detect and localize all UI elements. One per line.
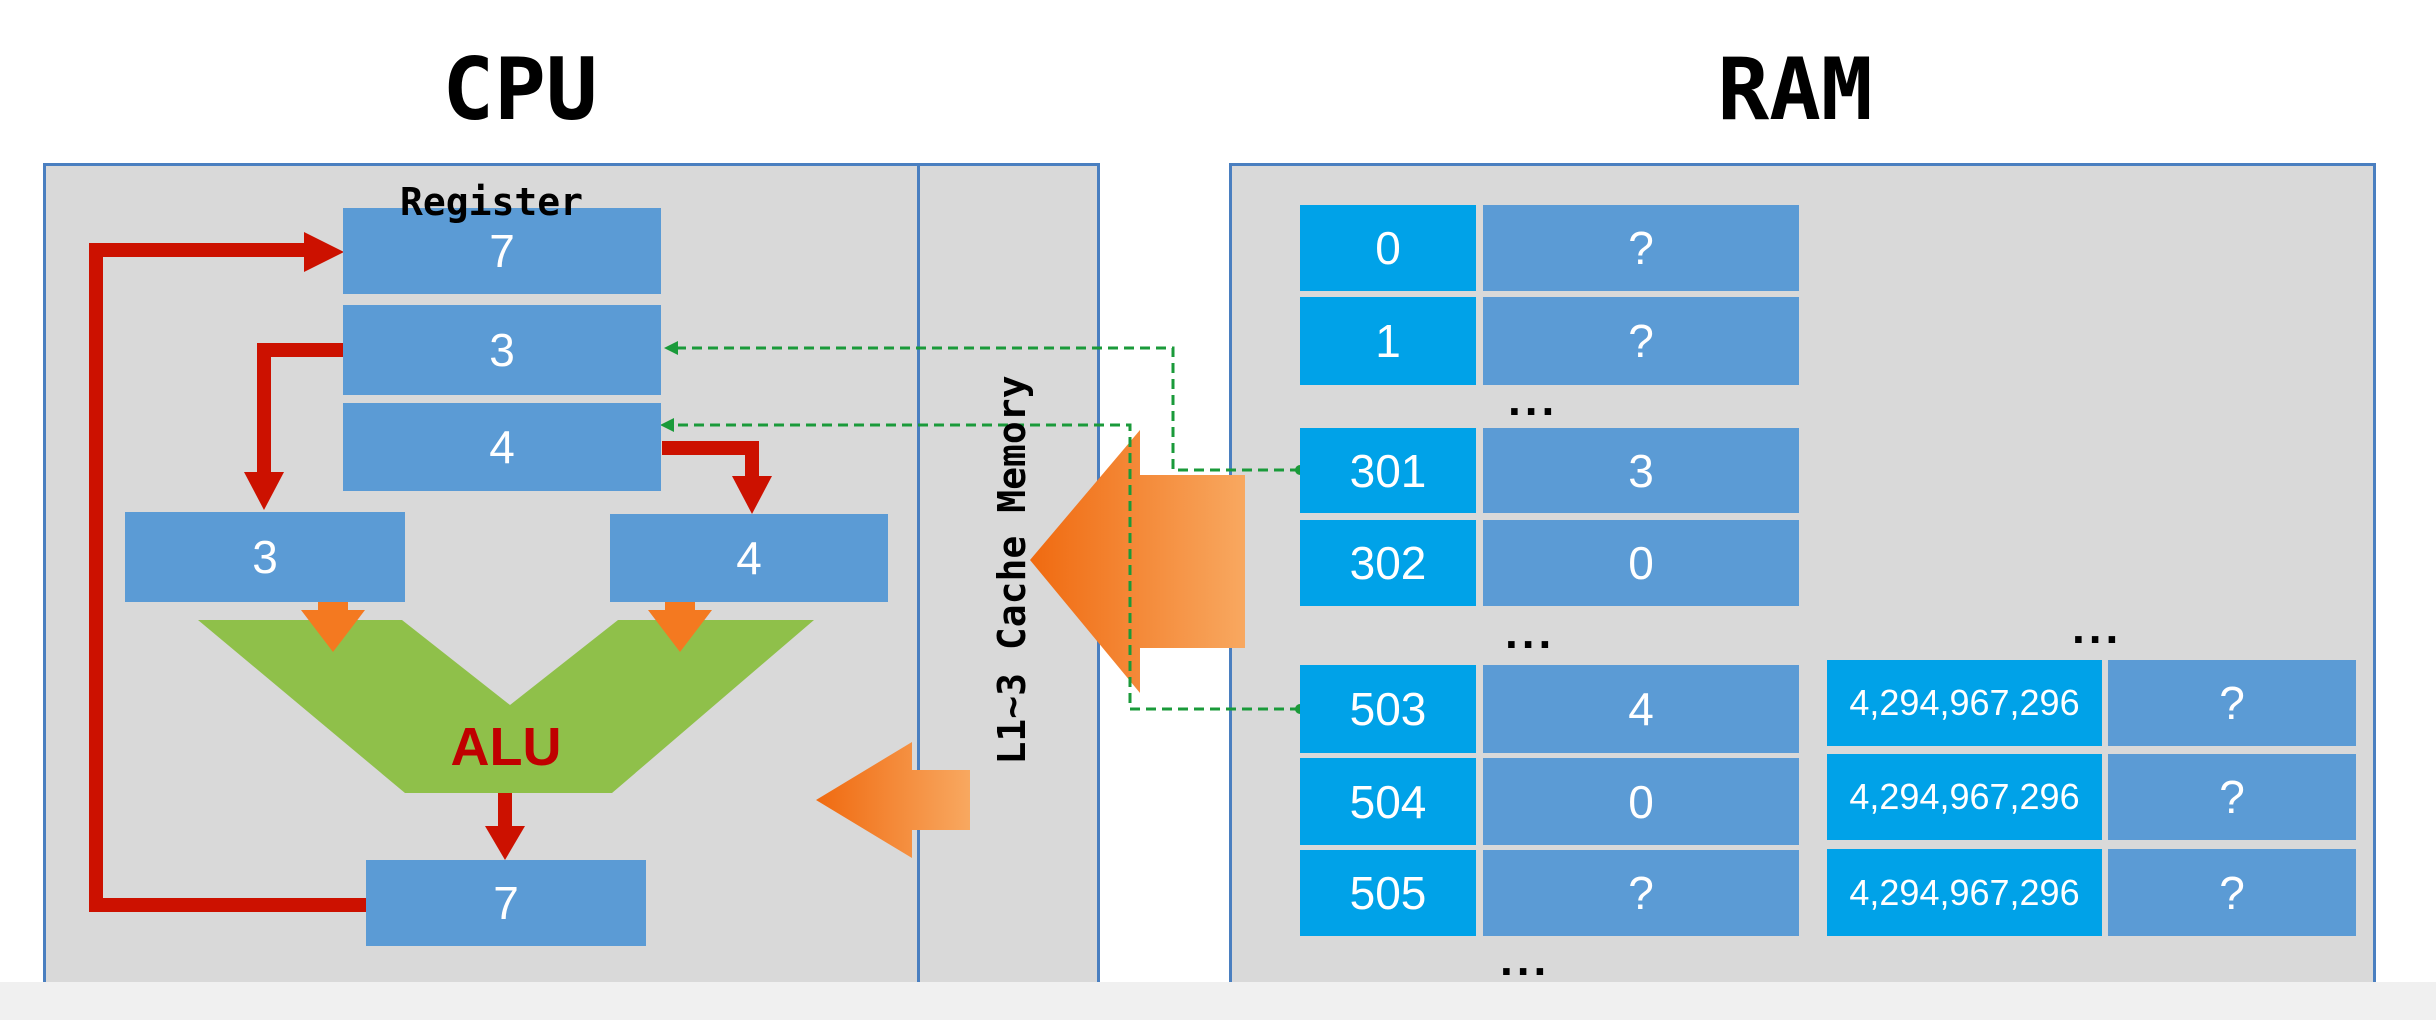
feedback-arrow — [89, 243, 366, 912]
feedback-arrowhead — [304, 232, 344, 272]
cpu-title: CPU — [442, 40, 598, 140]
ram-value-301: 3 — [1483, 428, 1799, 513]
ram-value-0: ? — [1483, 205, 1799, 291]
alu-shape — [198, 620, 814, 793]
ram-value-1: ? — [1483, 297, 1799, 385]
ram-address-504: 504 — [1300, 758, 1476, 845]
ram-value-302: 0 — [1483, 520, 1799, 606]
ram-ellipsis-far: ... — [2072, 601, 2123, 653]
input-left-orange-arrow — [301, 580, 365, 652]
ram-value-far-2: ? — [2108, 754, 2356, 840]
ram-ellipsis-2: ... — [1505, 606, 1556, 658]
register-to-input-right-arrowhead — [732, 476, 772, 514]
register-slot-1: 7 — [343, 208, 661, 294]
fetch-line-503-head — [660, 418, 674, 432]
fetch-line-301 — [672, 346, 1300, 472]
ram-address-0: 0 — [1300, 205, 1476, 291]
alu-to-output-arrowhead — [485, 826, 525, 860]
ram-value-505: ? — [1483, 850, 1799, 936]
ram-address-far-1: 4,294,967,296 — [1827, 660, 2102, 746]
fetch-line-301-head — [664, 341, 678, 355]
ram-address-503: 503 — [1300, 665, 1476, 753]
register-to-input-right-arrow — [662, 441, 759, 478]
ram-ellipsis-3: ... — [1500, 933, 1551, 985]
cache-memory-label-text: L1~3 Cache Memory — [990, 375, 1034, 765]
ram-value-503: 4 — [1483, 665, 1799, 753]
alu-label: ALU — [451, 717, 562, 777]
alu-input-right: 4 — [610, 514, 888, 602]
ram-address-301: 301 — [1300, 428, 1476, 513]
ram-address-1: 1 — [1300, 297, 1476, 385]
ram-to-cache-arrow — [1030, 430, 1245, 693]
cache-divider — [917, 163, 920, 986]
ram-address-505: 505 — [1300, 850, 1476, 936]
fetch-line-503 — [668, 423, 1300, 711]
alu-input-left: 3 — [125, 512, 405, 602]
register-label: Register — [400, 180, 584, 224]
register-slot-3: 4 — [343, 403, 661, 491]
register-to-input-left-arrow — [257, 343, 344, 475]
ram-address-302: 302 — [1300, 520, 1476, 606]
register-to-input-left-arrowhead — [244, 472, 284, 510]
register-slot-2: 3 — [343, 305, 661, 395]
ram-title: RAM — [1717, 40, 1873, 140]
ram-value-far-1: ? — [2108, 660, 2356, 746]
ram-address-far-3: 4,294,967,296 — [1827, 849, 2102, 936]
ram-value-far-3: ? — [2108, 849, 2356, 936]
bottom-bar — [0, 982, 2436, 1020]
ram-address-far-2: 4,294,967,296 — [1827, 754, 2102, 840]
input-right-orange-arrow — [648, 580, 712, 652]
ram-value-504: 0 — [1483, 758, 1799, 845]
alu-output: 7 — [366, 860, 646, 946]
cache-to-cpu-arrow — [816, 742, 970, 858]
ram-ellipsis-1: ... — [1508, 373, 1559, 425]
